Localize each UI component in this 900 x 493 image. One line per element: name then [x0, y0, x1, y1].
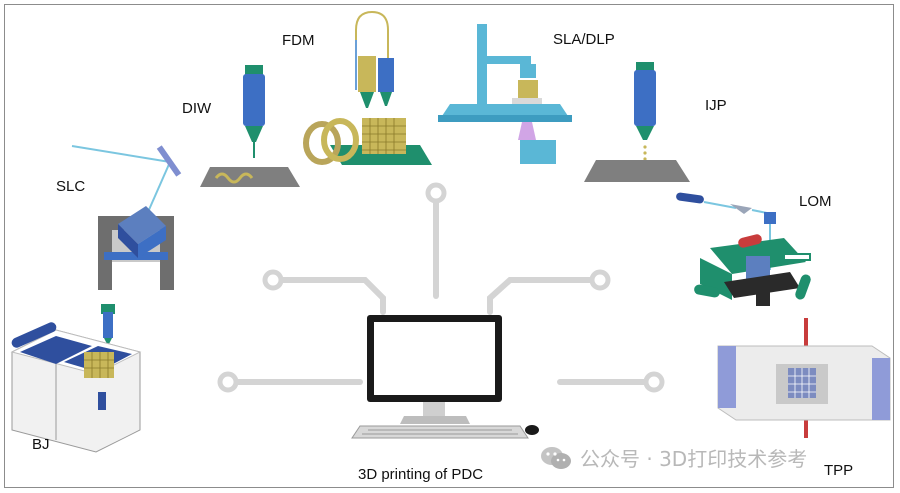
watermark: 公众号 · 3D打印技术参考 [540, 443, 807, 472]
label-tpp: TPP [824, 462, 854, 479]
diagram-caption: 3D printing of PDC [358, 466, 484, 483]
label-fdm: FDM [282, 32, 315, 49]
wechat-icon [541, 446, 571, 469]
tpp-lattice-cube [788, 368, 816, 398]
circuit-connectors [227, 192, 655, 385]
circuit-nodes [217, 182, 665, 393]
label-diw: DIW [182, 100, 212, 117]
label-bj: BJ [32, 436, 50, 453]
watermark-text: 公众号 · 3D打印技术参考 [580, 447, 808, 471]
sla-dlp-printer [438, 24, 572, 164]
tpp-printer [717, 318, 891, 438]
label-lom: LOM [799, 193, 832, 210]
label-slc: SLC [56, 178, 86, 195]
ijp-printer [584, 62, 690, 182]
bj-printer [10, 304, 142, 453]
slc-printer [71, 145, 182, 290]
lom-printer [676, 192, 811, 306]
diw-printer [200, 65, 300, 187]
label-sla-dlp: SLA/DLP [553, 31, 615, 48]
slc-lattice-cube [118, 206, 166, 258]
fdm-printer [303, 10, 432, 165]
label-ijp: IJP [705, 97, 727, 114]
computer-illustration [351, 315, 539, 439]
